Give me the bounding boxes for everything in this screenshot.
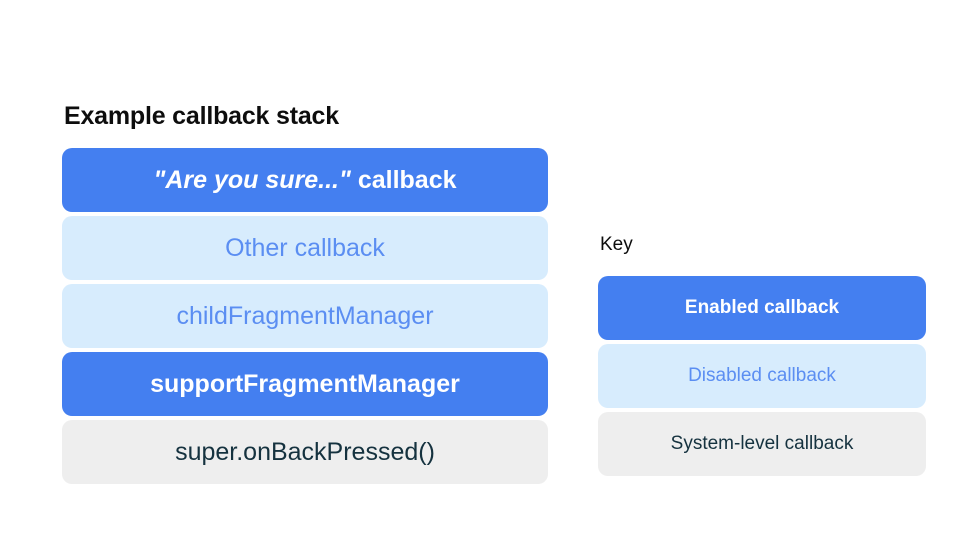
stack-item-label: supportFragmentManager <box>150 370 460 398</box>
stack-item-other-callback[interactable]: Other callback <box>62 216 548 280</box>
key-item-label: Disabled callback <box>688 365 836 386</box>
stack-item-support-fragment-manager[interactable]: supportFragmentManager <box>62 352 548 416</box>
page-title: Example callback stack <box>64 102 339 130</box>
stack-item-child-fragment-manager[interactable]: childFragmentManager <box>62 284 548 348</box>
stack-item-are-you-sure[interactable]: "Are you sure..." callback <box>62 148 548 212</box>
key-item-enabled-callback: Enabled callback <box>598 276 926 340</box>
stack-item-super-on-back-pressed[interactable]: super.onBackPressed() <box>62 420 548 484</box>
callback-stack-list: "Are you sure..." callback Other callbac… <box>62 148 548 484</box>
callback-stack-section: Example callback stack "Are you sure..."… <box>62 100 552 484</box>
stack-item-label: Other callback <box>225 234 385 262</box>
key-item-system-level-callback: System-level callback <box>598 412 926 476</box>
stack-item-label-plain: callback <box>350 166 457 194</box>
key-item-label: System-level callback <box>670 433 854 454</box>
key-section: Key Enabled callback Disabled callback S… <box>598 233 926 476</box>
key-item-disabled-callback: Disabled callback <box>598 344 926 408</box>
stack-item-label: childFragmentManager <box>176 302 434 330</box>
stack-item-label-quoted: "Are you sure..." <box>153 166 351 194</box>
key-item-label: Enabled callback <box>684 297 840 318</box>
key-list: Enabled callback Disabled callback Syste… <box>598 276 926 476</box>
key-title: Key <box>600 234 633 255</box>
stack-item-label: "Are you sure..." callback <box>153 165 456 195</box>
stack-item-label: super.onBackPressed() <box>175 438 435 466</box>
